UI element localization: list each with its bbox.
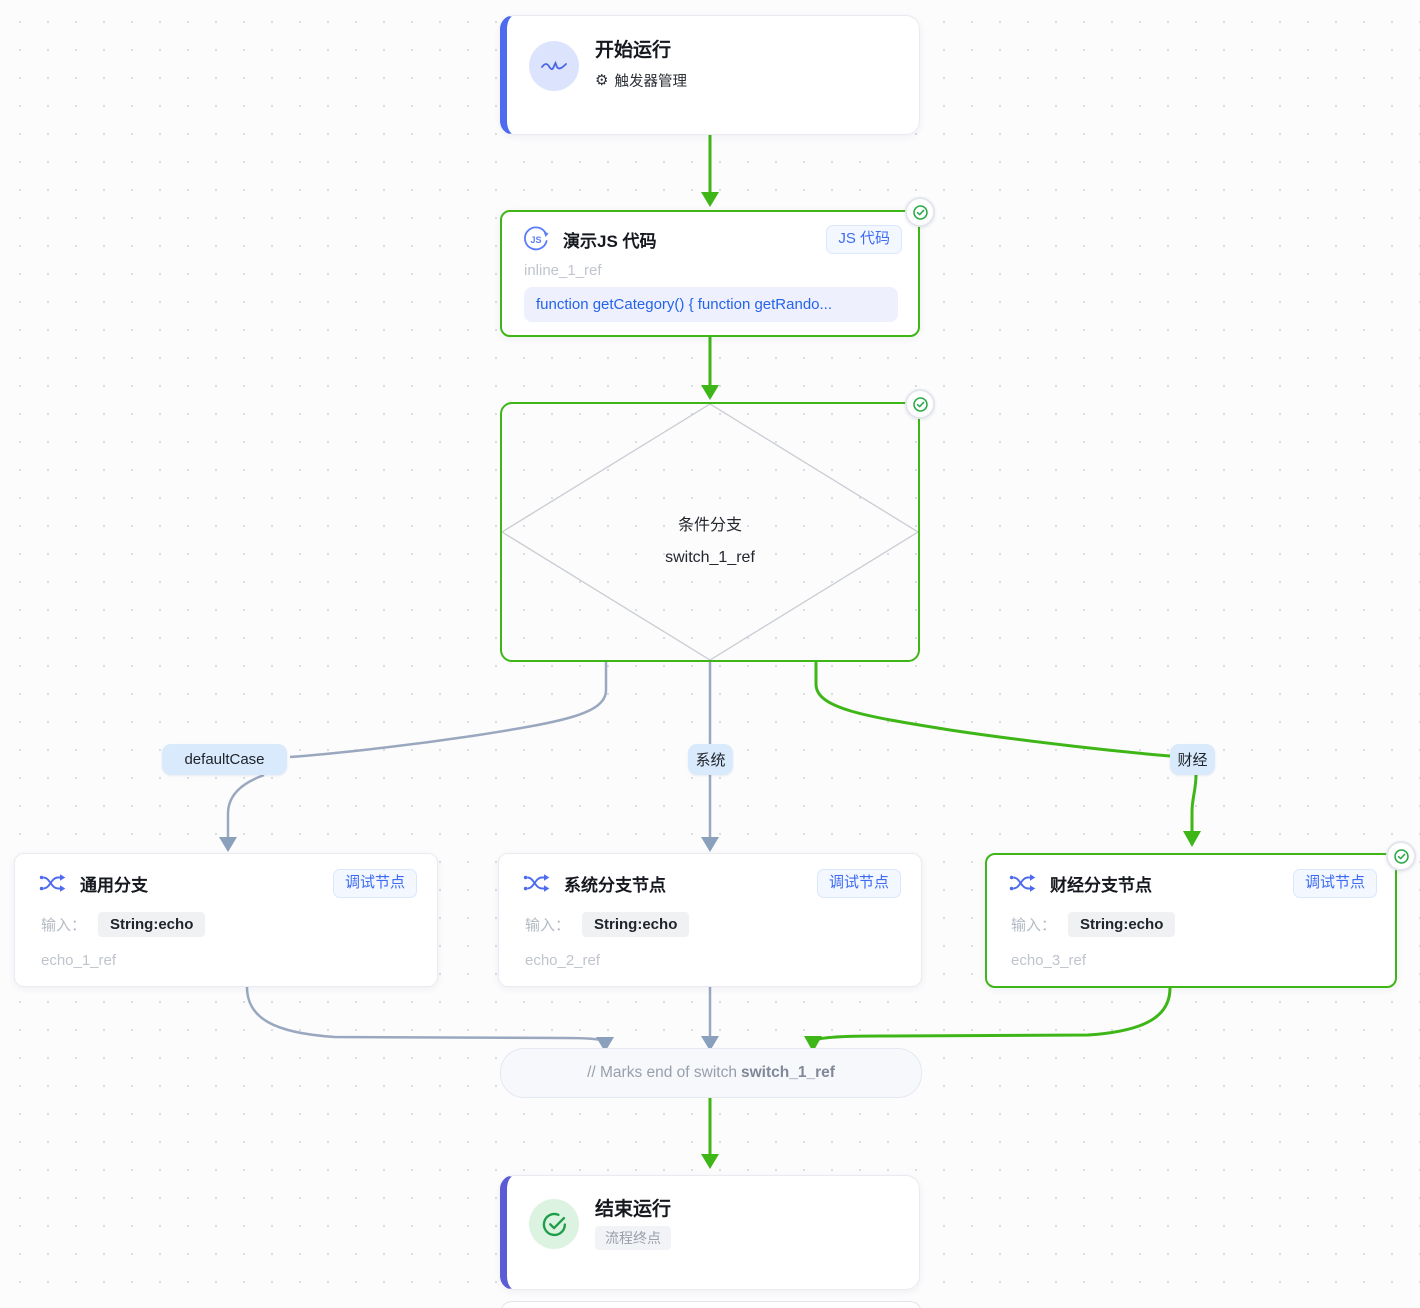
svg-text:JS: JS <box>530 235 541 245</box>
input-value-chip: String:echo <box>1068 911 1176 937</box>
branch-system-title: 系统分支节点 <box>564 875 666 895</box>
partial-node <box>500 1301 922 1308</box>
input-value-chip: String:echo <box>98 911 206 937</box>
branch-finance-title: 财经分支节点 <box>1050 875 1152 895</box>
node-branch-default[interactable]: 通用分支 调试节点 输入： String:echo echo_1_ref <box>14 853 438 987</box>
pulse-wave-icon <box>529 41 579 91</box>
branch-default-ref: echo_1_ref <box>41 951 117 969</box>
case-label-system[interactable]: 系统 <box>688 744 733 775</box>
success-check-badge <box>905 389 935 419</box>
case-label-finance[interactable]: 财经 <box>1170 744 1215 775</box>
shuffle-icon <box>1009 872 1036 894</box>
js-refresh-icon: JS <box>522 225 550 253</box>
end-title: 结束运行 <box>595 1199 672 1220</box>
branch-default-badge[interactable]: 调试节点 <box>332 869 417 898</box>
branch-default-title: 通用分支 <box>80 875 148 895</box>
success-check-badge <box>1386 841 1416 871</box>
node-start[interactable]: 开始运行 ⚙ 触发器管理 <box>500 15 920 135</box>
node-branch-finance[interactable]: 财经分支节点 调试节点 输入： String:echo echo_3_ref <box>985 853 1397 988</box>
branch-system-ref: echo_2_ref <box>525 951 601 969</box>
branch-finance-badge[interactable]: 调试节点 <box>1292 869 1377 898</box>
end-chip: 流程终点 <box>595 1226 671 1250</box>
js-code-snippet[interactable]: function getCategory() { function getRan… <box>524 286 898 322</box>
switch-end-ref: switch_1_ref <box>740 1064 835 1081</box>
js-type-badge[interactable]: JS 代码 <box>826 225 902 254</box>
js-node-title: 演示JS 代码 <box>563 231 657 251</box>
shuffle-icon <box>523 872 550 894</box>
start-subtitle: 触发器管理 <box>614 74 687 90</box>
node-end[interactable]: 结束运行 流程终点 <box>500 1175 920 1290</box>
input-label: 输入： <box>525 916 571 934</box>
node-js-code[interactable]: JS 演示JS 代码 JS 代码 inline_1_ref function g… <box>500 210 920 337</box>
input-label: 输入： <box>41 916 87 934</box>
branch-system-badge[interactable]: 调试节点 <box>816 869 901 898</box>
switch-end-text: // Marks end of switch <box>587 1064 737 1081</box>
input-value-chip: String:echo <box>582 911 690 937</box>
switch-ref: switch_1_ref <box>665 549 755 566</box>
shuffle-icon <box>39 872 66 894</box>
check-circle-icon <box>529 1199 579 1249</box>
gear-icon: ⚙ <box>595 72 609 89</box>
node-condition-switch[interactable]: 条件分支 switch_1_ref <box>500 402 920 662</box>
js-node-ref: inline_1_ref <box>524 261 602 279</box>
input-label: 输入： <box>1011 916 1057 934</box>
case-label-defaultcase[interactable]: defaultCase <box>162 744 287 775</box>
node-branch-system[interactable]: 系统分支节点 调试节点 输入： String:echo echo_2_ref <box>498 853 922 987</box>
switch-title: 条件分支 <box>677 517 742 534</box>
start-title: 开始运行 <box>595 40 672 61</box>
branch-finance-ref: echo_3_ref <box>1011 951 1087 969</box>
success-check-badge <box>905 197 935 227</box>
diamond-shape <box>502 404 918 660</box>
